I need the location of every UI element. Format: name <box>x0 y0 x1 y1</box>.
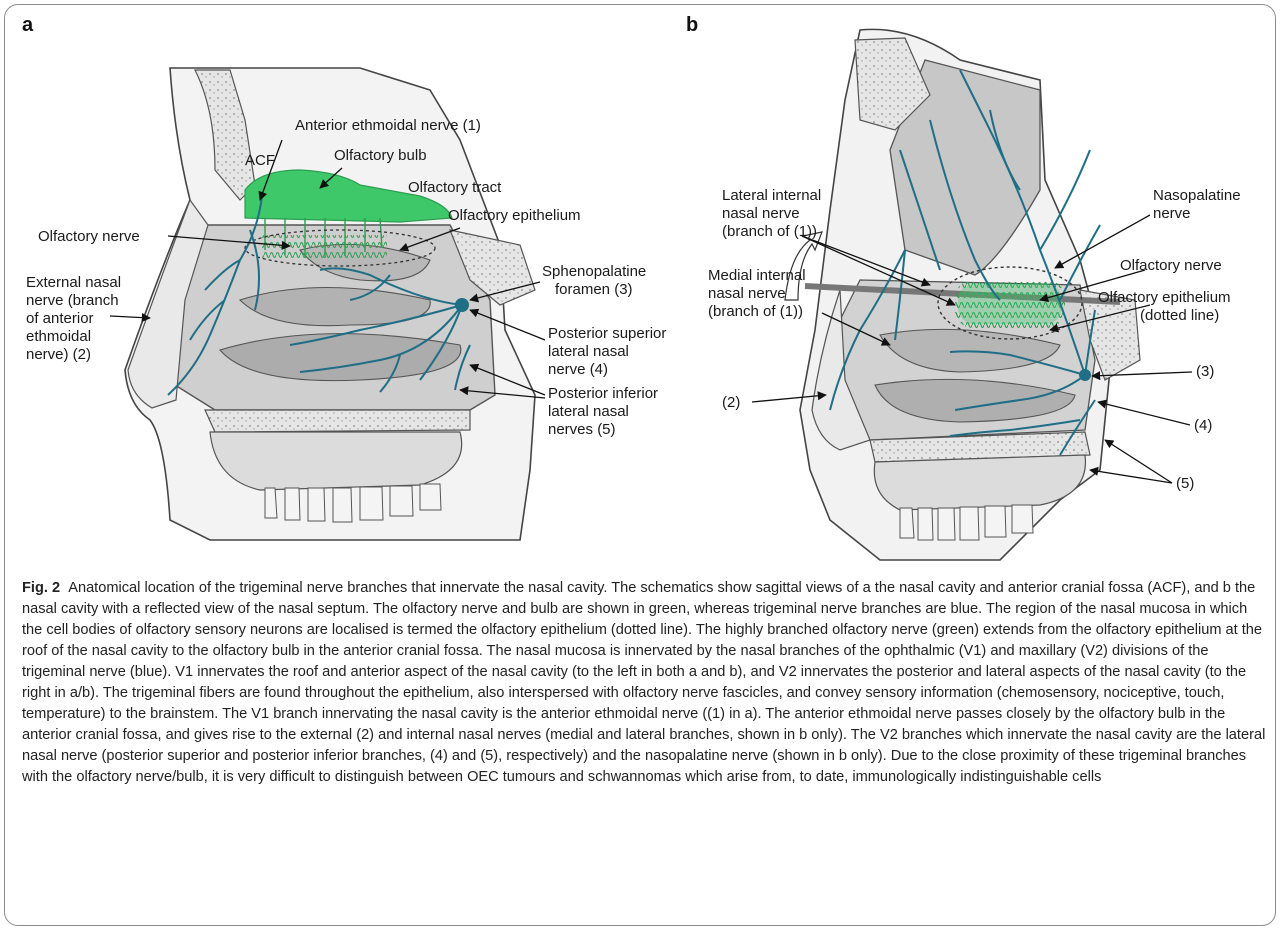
label-medial-internal-2: nasal nerve <box>708 285 786 302</box>
label-medial-internal-3: (branch of (1)) <box>708 303 803 320</box>
panel-b-sphenopalatine-foramen <box>1079 369 1091 381</box>
label-lateral-internal-3: (branch of (1)) <box>722 223 817 240</box>
panel-b-maxilla <box>874 455 1085 510</box>
label-b-olfactory-epithelium-2: (dotted line) <box>1140 307 1219 324</box>
label-external-nasal-1: External nasal <box>26 274 121 291</box>
label-olfactory-bulb: Olfactory bulb <box>334 147 427 164</box>
panel-a-hard-palate <box>205 410 470 432</box>
panel-b-olfactory-nerve-band <box>958 284 1062 324</box>
label-post-sup-2: lateral nasal <box>548 343 629 360</box>
label-n2: (2) <box>722 394 740 411</box>
caption-text: Anatomical location of the trigeminal ne… <box>22 580 1265 785</box>
label-sphenopalatine-1: Sphenopalatine <box>542 263 646 280</box>
label-post-inf-2: lateral nasal <box>548 403 629 420</box>
caption-title: Fig. 2 <box>22 580 60 596</box>
label-lateral-internal-1: Lateral internal <box>722 187 821 204</box>
label-lateral-internal-2: nasal nerve <box>722 205 800 222</box>
label-post-inf-1: Posterior inferior <box>548 385 658 402</box>
label-nasopalatine-2: nerve <box>1153 205 1191 222</box>
label-n5: (5) <box>1176 475 1194 492</box>
label-olfactory-epithelium: Olfactory epithelium <box>448 207 581 224</box>
label-anterior-ethmoidal-nerve: Anterior ethmoidal nerve (1) <box>295 117 481 134</box>
panel-a-maxilla <box>210 432 462 490</box>
panel-a-sphenopalatine-foramen <box>455 298 469 312</box>
label-olfactory-tract: Olfactory tract <box>408 179 502 196</box>
label-external-nasal-2: nerve (branch <box>26 292 119 309</box>
label-external-nasal-5: nerve) (2) <box>26 346 91 363</box>
panel-b-drawing: Lateral internal nasal nerve (branch of … <box>708 29 1241 560</box>
panel-a-olfactory-coils <box>262 235 387 260</box>
label-external-nasal-3: of anterior <box>26 310 94 327</box>
label-n4: (4) <box>1194 417 1212 434</box>
label-post-inf-3: nerves (5) <box>548 421 616 438</box>
label-olfactory-nerve: Olfactory nerve <box>38 228 140 245</box>
label-sphenopalatine-2: foramen (3) <box>555 281 633 298</box>
label-medial-internal-1: Medial internal <box>708 267 806 284</box>
label-n3: (3) <box>1196 363 1214 380</box>
label-acf: ACF <box>245 152 275 169</box>
label-post-sup-3: nerve (4) <box>548 361 608 378</box>
figure-caption: Fig. 2 Anatomical location of the trigem… <box>22 578 1267 788</box>
label-post-sup-1: Posterior superior <box>548 325 666 342</box>
label-b-olfactory-epithelium-1: Olfactory epithelium <box>1098 289 1231 306</box>
label-b-olfactory-nerve: Olfactory nerve <box>1120 257 1222 274</box>
label-external-nasal-4: ethmoidal <box>26 328 91 345</box>
panel-a-drawing: Anterior ethmoidal nerve (1) ACF Olfacto… <box>26 68 666 540</box>
label-nasopalatine-1: Nasopalatine <box>1153 187 1241 204</box>
